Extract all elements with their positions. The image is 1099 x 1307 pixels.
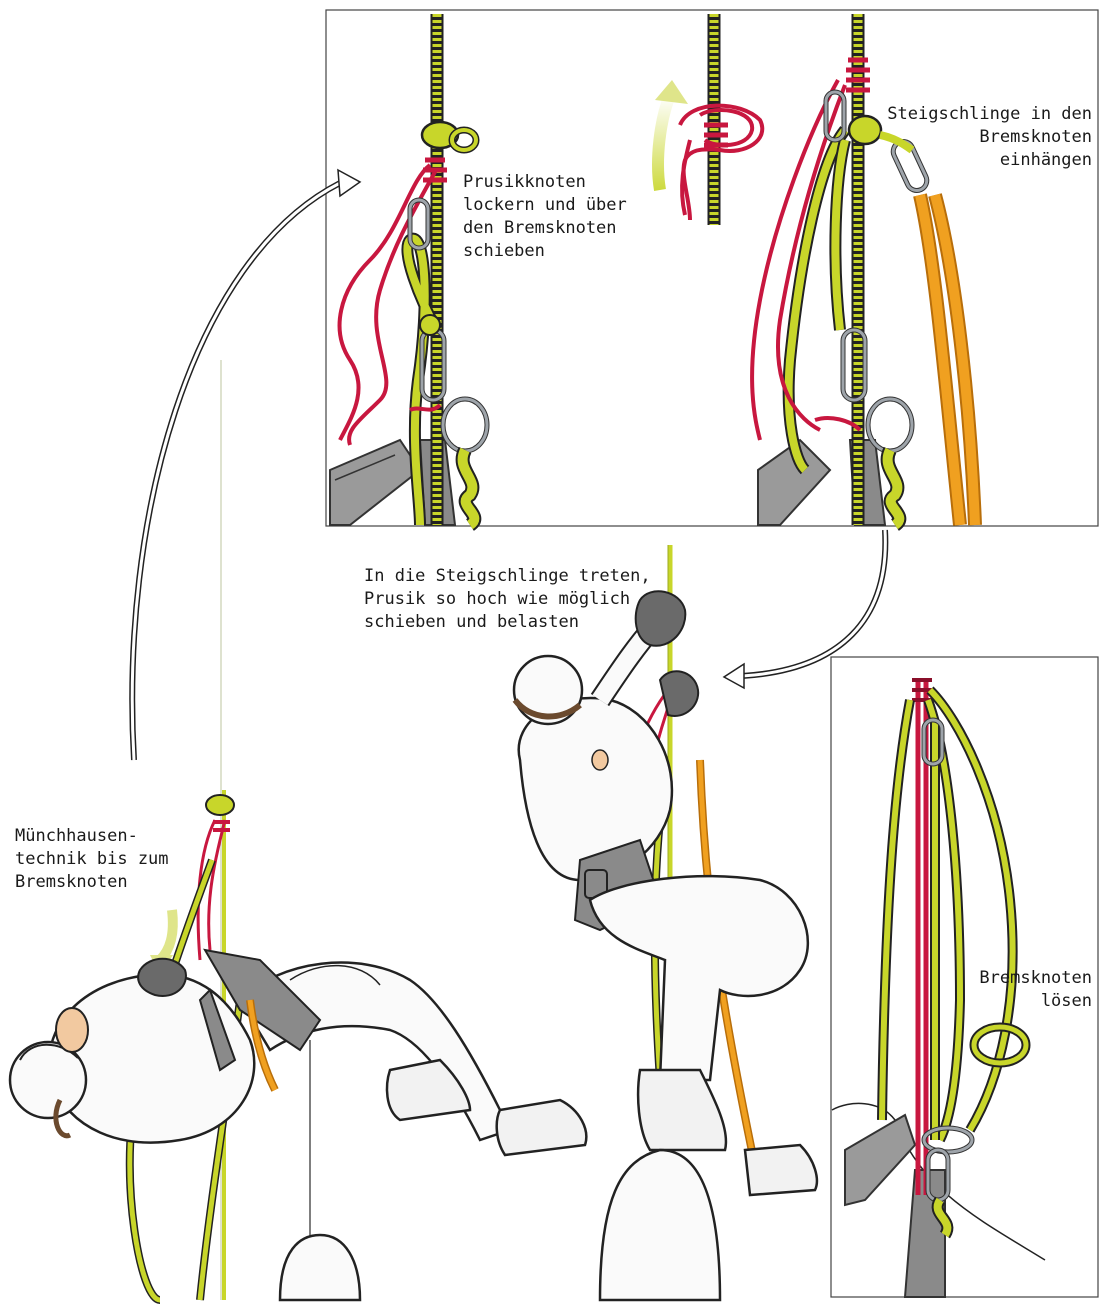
caption-clip-sling: Steigschlinge in den Bremsknoten einhäng… [866,103,1092,172]
caption-release-brake-knot: Bremsknoten lösen [940,967,1092,1013]
caption-loosen-prusik: Prusikknoten lockern und über den Bremsk… [463,171,627,263]
middle-climber-figure [514,545,817,1300]
caption-step-into-sling: In die Steigschlinge treten, Prusik so h… [364,565,651,634]
caption-munchhausen-technique: Münchhausen- technik bis zum Bremsknoten [15,825,169,894]
top-detail-panel [326,10,1098,526]
